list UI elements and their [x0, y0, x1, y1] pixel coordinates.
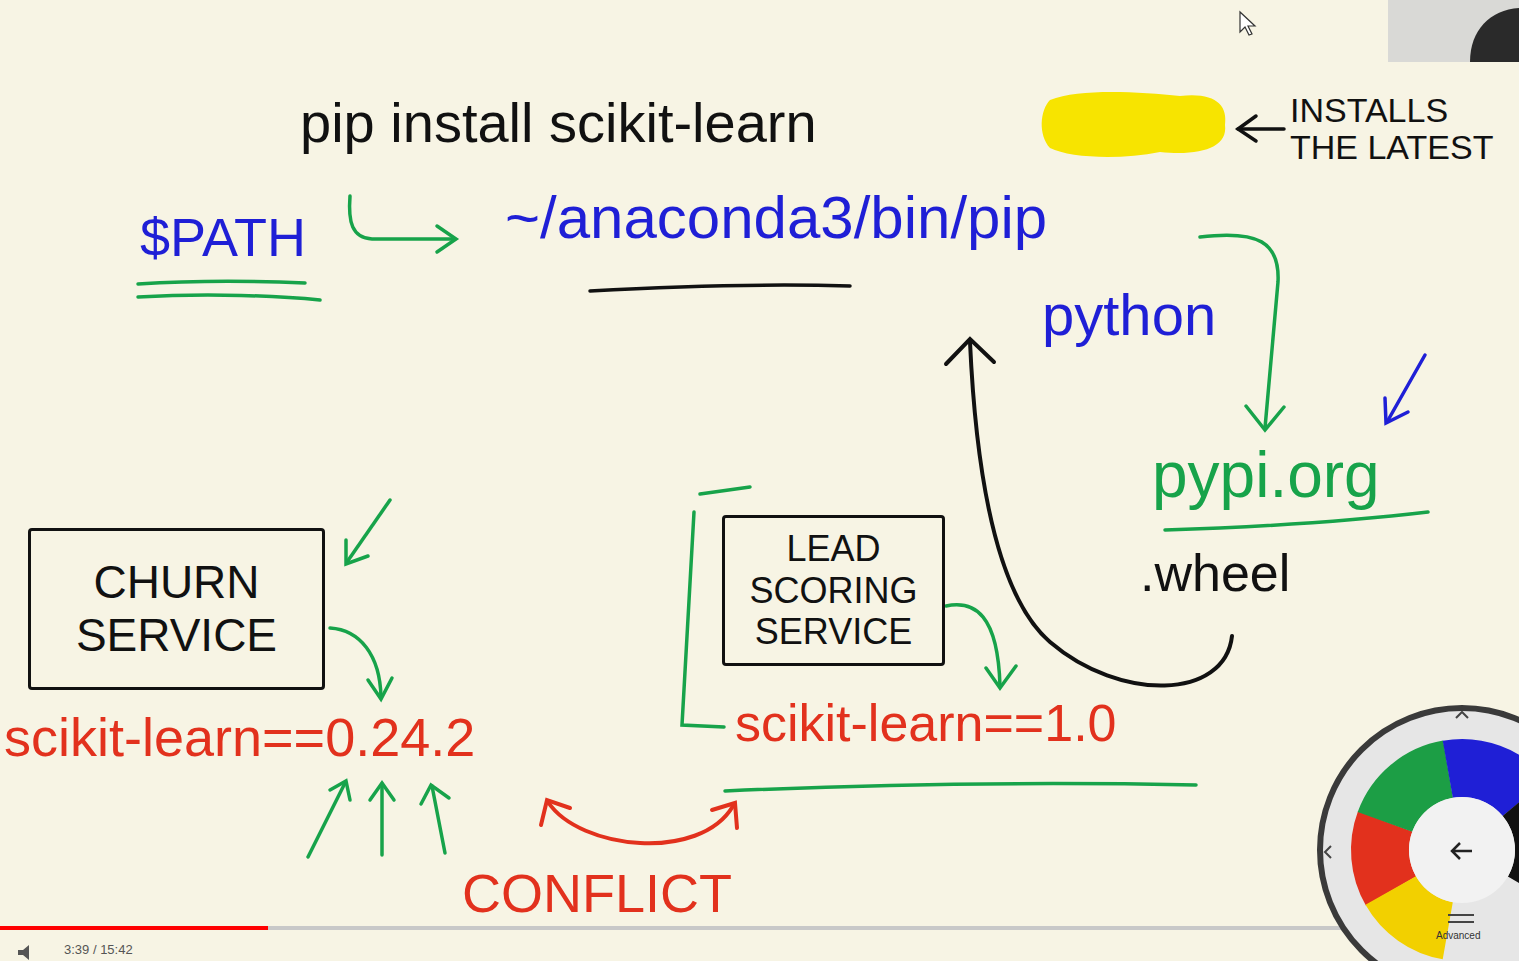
- webcam-thumbnail: [1388, 0, 1519, 62]
- conflict-arrow: [541, 800, 737, 843]
- board-text: .wheel: [1140, 545, 1290, 602]
- color-wheel: [1320, 708, 1519, 961]
- version-underline: [725, 784, 1196, 791]
- board-text: $PATH: [140, 208, 306, 267]
- board-text: ~/anaconda3/bin/pip: [505, 185, 1047, 251]
- board-text: CONFLICT: [462, 866, 732, 920]
- lead-bracket: [682, 487, 1016, 727]
- path-underline: [138, 281, 320, 300]
- path-arrow: [350, 196, 456, 252]
- progress-played: [0, 926, 268, 930]
- mouse-cursor: [1240, 12, 1255, 35]
- board-text: INSTALLS THE LATEST: [1290, 92, 1505, 167]
- board-text: scikit-learn==0.24.2: [4, 708, 475, 767]
- box-label: LEAD SCORING SERVICE: [735, 528, 932, 652]
- board-text: pip install scikit-learn: [300, 92, 817, 154]
- board-text: scikit-learn==1.0: [735, 695, 1117, 752]
- anaconda-underline: [590, 285, 850, 291]
- service-box: CHURN SERVICE: [28, 528, 325, 690]
- board-text: pypi.org: [1152, 440, 1380, 510]
- board-text: 3:39 / 15:42: [64, 943, 133, 957]
- dependency-arrows: [308, 781, 449, 857]
- volume-icon: [18, 945, 29, 960]
- board-text: Advanced: [1436, 930, 1480, 941]
- webcam-person: [1470, 8, 1519, 62]
- install-curve: [946, 339, 1232, 686]
- pypi-underline: [1165, 512, 1428, 530]
- note-arrow: [1238, 116, 1284, 141]
- box-label: CHURN SERVICE: [41, 556, 312, 662]
- pointer-arrow: [1385, 355, 1425, 423]
- progress-track: [0, 926, 1519, 930]
- highlight-blob: [1042, 92, 1226, 157]
- churn-arrows: [330, 500, 392, 699]
- service-box: LEAD SCORING SERVICE: [722, 515, 945, 666]
- board-text: python: [1042, 283, 1216, 347]
